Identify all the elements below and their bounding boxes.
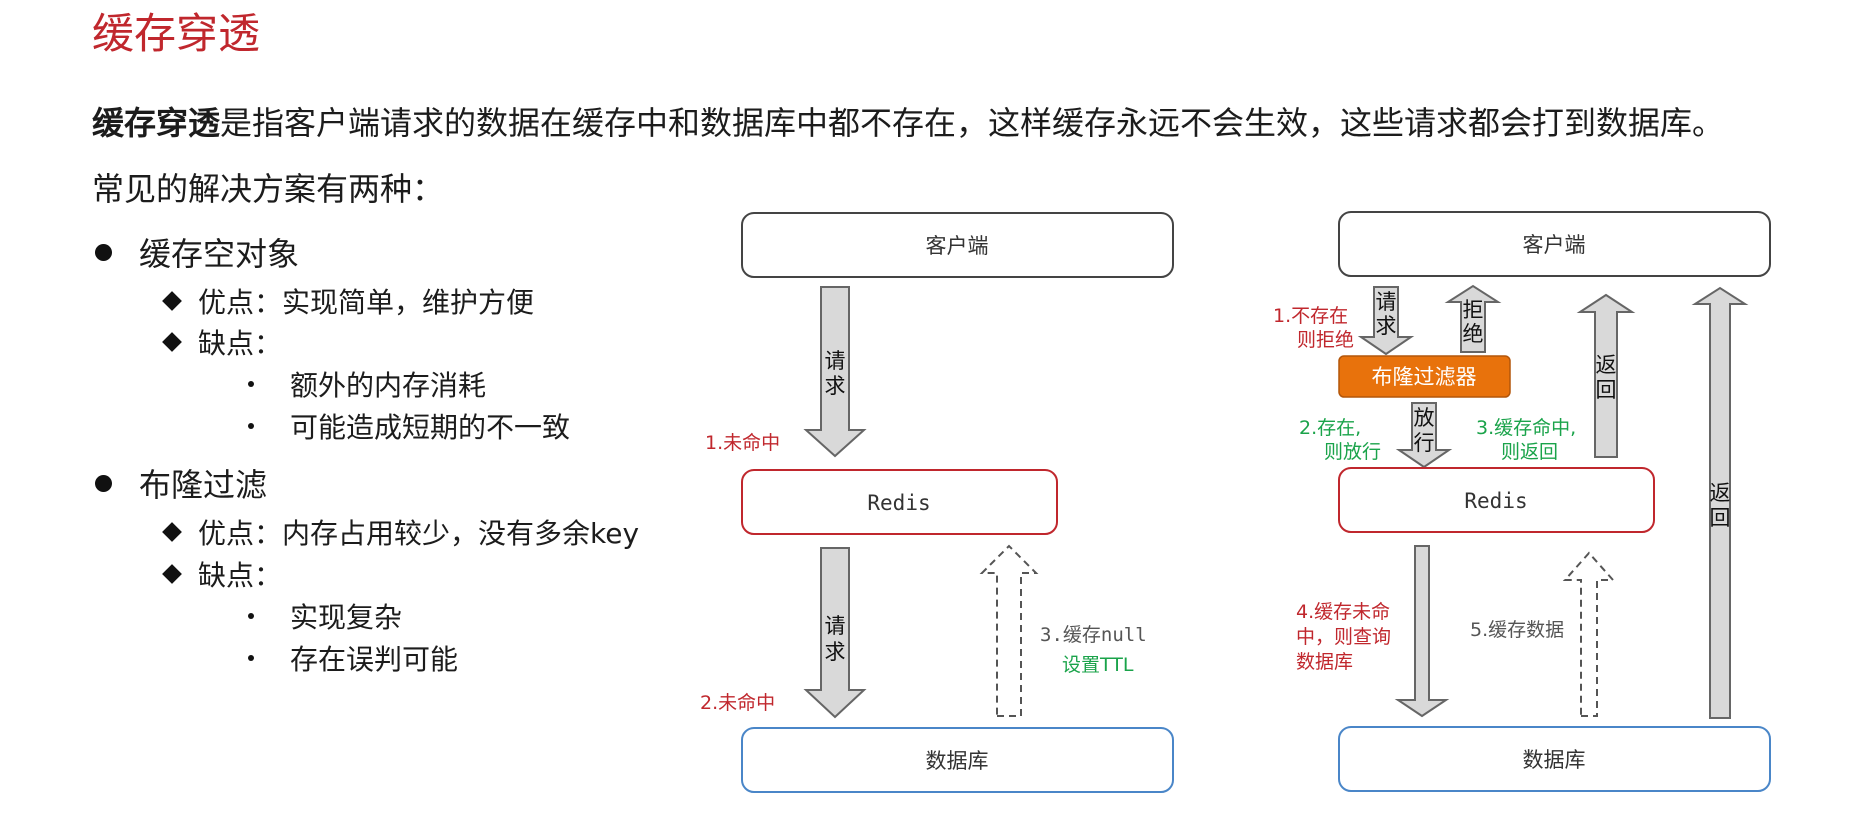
solution-2-pros: 优点：内存占用较少，没有多余key (162, 512, 640, 552)
page-title: 缓存穿透 (92, 9, 261, 58)
right-client-box (1338, 211, 1771, 277)
left-miss-1-label: 1.未命中 (705, 432, 780, 454)
right-db-label: 数据库 (1523, 748, 1586, 772)
small-bullet-icon (248, 613, 254, 619)
right-redis-label: Redis (1464, 489, 1527, 513)
right-miss-query-label-3: 数据库 (1296, 651, 1353, 673)
bloom-filter-label: 布隆过滤器 (1372, 365, 1477, 389)
solution-1-item: 缓存空对象 (95, 229, 299, 275)
solution-2-cons-item-2: 存在误判可能 (248, 638, 458, 678)
right-not-exist-label-1: 1.不存在 (1273, 305, 1348, 327)
solution-2-cons-item-2-text: 存在误判可能 (290, 643, 459, 676)
right-pass-char-1: 放 (1414, 406, 1435, 430)
solution-1-cons-item-1-text: 额外的内存消耗 (290, 369, 487, 402)
left-db-box (741, 727, 1174, 793)
right-miss-query-label-2: 中，则查询 (1296, 626, 1391, 648)
right-miss-query-arrow (1394, 545, 1450, 718)
right-pass-arrow (1395, 402, 1453, 469)
right-miss-query-label-1: 4.缓存未命 (1296, 601, 1390, 623)
solution-2-item: 布隆过滤 (95, 460, 267, 506)
solution-1-cons-item-1: 额外的内存消耗 (248, 364, 486, 404)
right-hit-label-2: 则返回 (1501, 441, 1558, 463)
right-not-exist-label-2: 则拒绝 (1297, 329, 1354, 351)
solutions-heading: 常见的解决方案有两种： (92, 170, 445, 208)
right-return-2-char-1: 返 (1710, 481, 1731, 505)
solution-1-cons-item-2-text: 可能造成短期的不一致 (290, 411, 571, 444)
solution-1-pros: 优点：实现简单，维护方便 (162, 281, 535, 321)
left-request-2-char-2: 求 (825, 640, 846, 664)
left-set-ttl-label: 设置TTL (1062, 654, 1134, 676)
left-redis-box (741, 469, 1058, 535)
left-db-label: 数据库 (926, 749, 989, 773)
left-request-arrow-1 (803, 286, 867, 458)
left-cache-null-label: 3.缓存null (1040, 624, 1147, 646)
solution-1-pros-text: 优点：实现简单，维护方便 (198, 286, 535, 319)
solution-2-cons-text: 缺点： (198, 559, 283, 592)
solution-2-name: 布隆过滤 (139, 466, 268, 504)
solution-2-cons-item-1-text: 实现复杂 (290, 601, 403, 634)
right-request-char-2: 求 (1376, 314, 1397, 338)
left-diagram: 客户端 请 求 1.未命中 Redis 请 求 2.未命中 3.缓存null 设… (700, 212, 1174, 793)
right-exists-label-2: 则放行 (1324, 441, 1381, 463)
solution-2-cons-item-1: 实现复杂 (248, 596, 402, 636)
right-return-1-char-1: 返 (1596, 353, 1617, 377)
left-miss-2-label: 2.未命中 (700, 692, 775, 714)
left-client-box (741, 212, 1174, 278)
right-request-arrow (1357, 286, 1415, 356)
left-request-2-char-1: 请 (825, 614, 846, 638)
right-request-char-1: 请 (1376, 290, 1397, 314)
right-cache-data-arrow (1562, 551, 1616, 717)
intro-text: 是指客户端请求的数据在缓存中和数据库中都不存在，这样缓存永远不会生效，这些请求都… (220, 104, 1725, 142)
left-request-1-char-1: 请 (825, 349, 846, 373)
right-db-box (1338, 726, 1771, 792)
right-reject-char-2: 绝 (1463, 322, 1484, 346)
intro-term: 缓存穿透 (92, 104, 221, 142)
right-diagram: 客户端 请 求 1.不存在 则拒绝 拒 绝 布隆过滤器 放 行 2.存在, 则放… (1273, 211, 1771, 792)
solution-2-pros-text: 优点：内存占用较少，没有多余key (198, 517, 640, 550)
bloom-filter-box (1338, 355, 1511, 398)
small-bullet-icon (248, 381, 254, 387)
left-request-arrow-2 (803, 547, 867, 719)
right-return-2-char-2: 回 (1710, 506, 1731, 530)
left-redis-label: Redis (867, 491, 930, 515)
right-return-1-char-2: 回 (1596, 378, 1617, 402)
right-reject-arrow (1444, 284, 1502, 353)
solution-1-cons-item-2: 可能造成短期的不一致 (248, 406, 570, 446)
small-bullet-icon (248, 423, 254, 429)
right-hit-return-arrow (1576, 293, 1636, 458)
small-bullet-icon (248, 655, 254, 661)
right-pass-char-2: 行 (1414, 431, 1435, 455)
right-redis-box (1338, 467, 1655, 533)
intro-paragraph: 缓存穿透是指客户端请求的数据在缓存中和数据库中都不存在，这样缓存永远不会生效，这… (92, 98, 1724, 144)
solution-1-name: 缓存空对象 (139, 235, 300, 273)
right-client-label: 客户端 (1523, 233, 1586, 257)
right-db-return-arrow (1691, 286, 1749, 719)
solution-1-cons-text: 缺点： (198, 327, 283, 360)
bullet-dot-icon (95, 474, 112, 492)
left-request-1-char-2: 求 (825, 374, 846, 398)
right-exists-label-1: 2.存在, (1299, 417, 1361, 439)
left-client-label: 客户端 (926, 234, 989, 258)
left-cache-null-arrow (979, 544, 1039, 717)
bullet-dot-icon (95, 243, 112, 261)
right-hit-label-1: 3.缓存命中, (1476, 417, 1576, 439)
solution-1-cons: 缺点： (162, 322, 283, 362)
right-cache-data-label: 5.缓存数据 (1470, 619, 1564, 641)
right-reject-char-1: 拒 (1463, 298, 1484, 322)
solution-2-cons: 缺点： (162, 554, 283, 594)
